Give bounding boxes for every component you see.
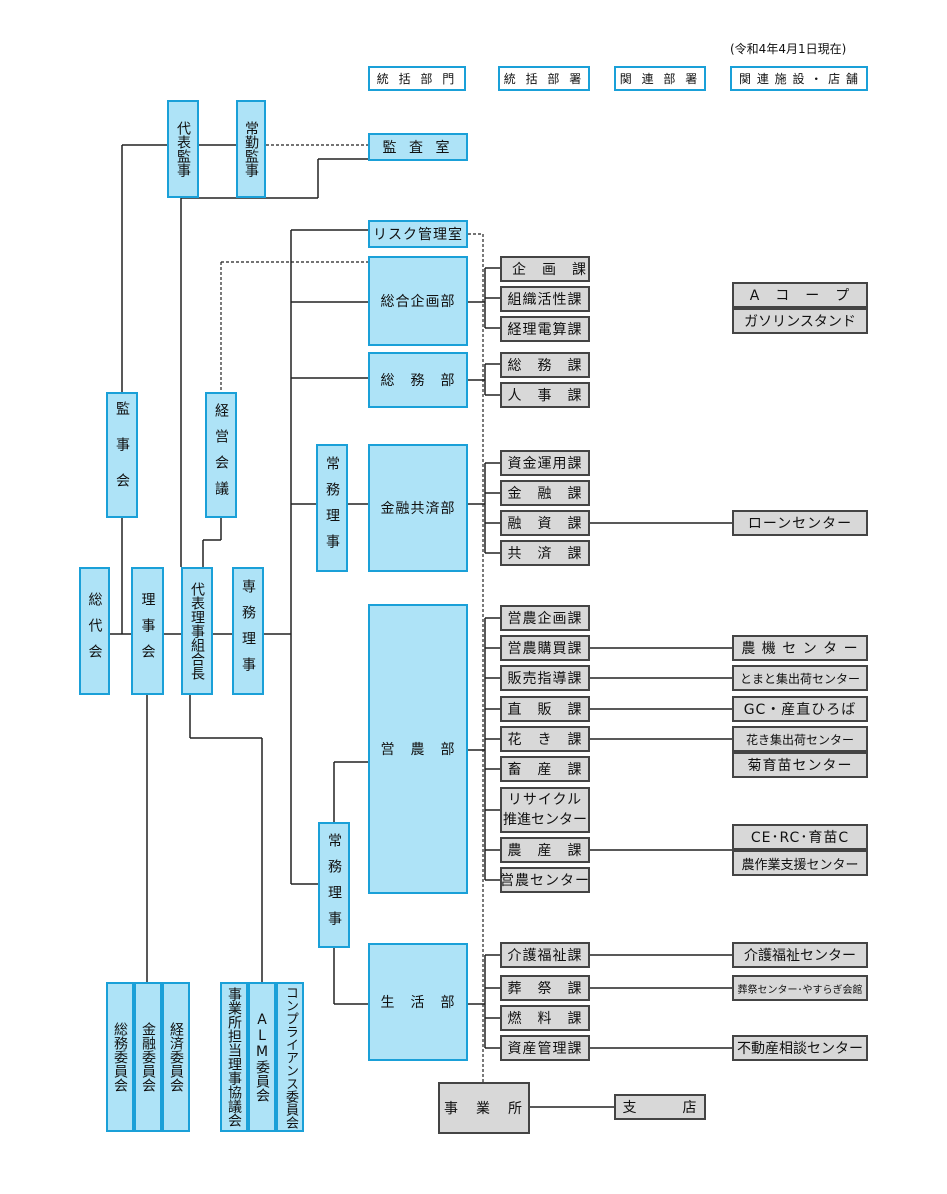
nouki-center-box: 農 機 セ ン タ ー <box>732 635 868 661</box>
recycle-line-2: 推進センター <box>503 812 587 828</box>
tomato-center-box: とまと集出荷センター <box>732 665 868 691</box>
einou-koubai-ka-box: 営農購買課 <box>500 635 590 661</box>
nousan-ka-box: 農 産 課 <box>500 837 590 863</box>
kaigo-fukushi-ka-box: 介護福祉課 <box>500 942 590 968</box>
kaki-ka-box: 花 き 課 <box>500 726 590 752</box>
daihyo-riji-box: 代表理事組合長 <box>181 567 213 695</box>
as-of-date: (令和4年4月1日現在) <box>730 42 847 56</box>
sougou-kikaku-bu-box: 総合企画部 <box>368 256 468 346</box>
compliance-iinkai-box: コンプライアンス委員会 <box>276 982 304 1132</box>
gasoline-stand-box: ガソリンスタンド <box>732 308 868 334</box>
soshiki-kasseika-box: 組織活性課 <box>500 286 590 312</box>
kyosai-ka-box: 共 済 課 <box>500 540 590 566</box>
legend-kanren-shisetsu: 関 連 施 設 ・ 店 舗 <box>730 66 868 91</box>
sousai-center-box: 葬祭センター･やすらぎ会館 <box>732 975 868 1001</box>
kaigo-center-box: 介護福祉センター <box>732 942 868 968</box>
kanjikai-box: 監事会 <box>106 392 138 518</box>
joumu-riji-1-box: 常務理事 <box>316 444 348 572</box>
alm-iinkai-box: ALM委員会 <box>248 982 276 1132</box>
keiei-kaigi-box: 経営会議 <box>205 392 237 518</box>
kiku-center-box: 菊育苗センター <box>732 752 868 778</box>
einou-center-box: 営農センター <box>500 867 590 893</box>
daihyo-kanji-box: 代表監事 <box>167 100 199 198</box>
shisan-kanri-ka-box: 資産管理課 <box>500 1035 590 1061</box>
joumu-riji-2-box: 常務理事 <box>318 822 350 948</box>
joukin-kanji-box: 常勤監事 <box>236 100 266 198</box>
soudaikai-box: 総代会 <box>79 567 110 695</box>
einou-kikaku-ka-box: 営農企画課 <box>500 605 590 631</box>
loan-center-box: ローンセンター <box>732 510 868 536</box>
chikusan-ka-box: 畜 産 課 <box>500 756 590 782</box>
soumu-bu-box: 総 務 部 <box>368 352 468 408</box>
legend-kanren-busho: 関 連 部 署 <box>614 66 706 91</box>
hana-center-box: 花き集出荷センター <box>732 726 868 752</box>
jigyousho-box: 事 業 所 <box>438 1082 530 1134</box>
shiten-box: 支 店 <box>614 1094 706 1120</box>
chokuhan-ka-box: 直 販 課 <box>500 696 590 722</box>
keizai-iinkai-box: 経済委員会 <box>162 982 190 1132</box>
soumu-iinkai-box: 総務委員会 <box>106 982 134 1132</box>
senmu-riji-box: 専務理事 <box>232 567 264 695</box>
jinji-ka-box: 人 事 課 <box>500 382 590 408</box>
acoop-box: A コ ー プ <box>732 282 868 308</box>
keiri-densan-ka-box: 経理電算課 <box>500 316 590 342</box>
kansa-shitsu-box: 監 査 室 <box>368 133 468 161</box>
shikin-unyou-ka-box: 資金運用課 <box>500 450 590 476</box>
risk-kanri-box: リスク管理室 <box>368 220 468 248</box>
legend-toukatsu-busho: 統 括 部 署 <box>498 66 590 91</box>
seikatsu-bu-box: 生 活 部 <box>368 943 468 1061</box>
kikaku-ka-box: 企 画 課 <box>500 256 590 282</box>
recycle-center-box: リサイクル 推進センター <box>500 787 590 833</box>
einou-bu-box: 営 農 部 <box>368 604 468 894</box>
recycle-line-1: リサイクル <box>507 792 583 808</box>
nenryo-ka-box: 燃 料 課 <box>500 1005 590 1031</box>
kinyu-kyosai-bu-box: 金融共済部 <box>368 444 468 572</box>
nousagyou-center-box: 農作業支援センター <box>732 850 868 876</box>
legend-toukatsu-bumon: 統 括 部 門 <box>368 66 466 91</box>
hanbai-shidou-ka-box: 販売指導課 <box>500 665 590 691</box>
ce-rc-center-box: CE･RC･育苗C <box>732 824 868 850</box>
sousai-ka-box: 葬 祭 課 <box>500 975 590 1001</box>
rijikai-box: 理事会 <box>131 567 164 695</box>
jigyousho-kyougikai-box: 事業所担当理事協議会 <box>220 982 248 1132</box>
gc-sanchoku-box: GC・産直ひろば <box>732 696 868 722</box>
kinyu-iinkai-box: 金融委員会 <box>134 982 162 1132</box>
yushi-ka-box: 融 資 課 <box>500 510 590 536</box>
soumu-ka-box: 総 務 課 <box>500 352 590 378</box>
kinyu-ka-box: 金 融 課 <box>500 480 590 506</box>
fudousan-center-box: 不動産相談センター <box>732 1035 868 1061</box>
